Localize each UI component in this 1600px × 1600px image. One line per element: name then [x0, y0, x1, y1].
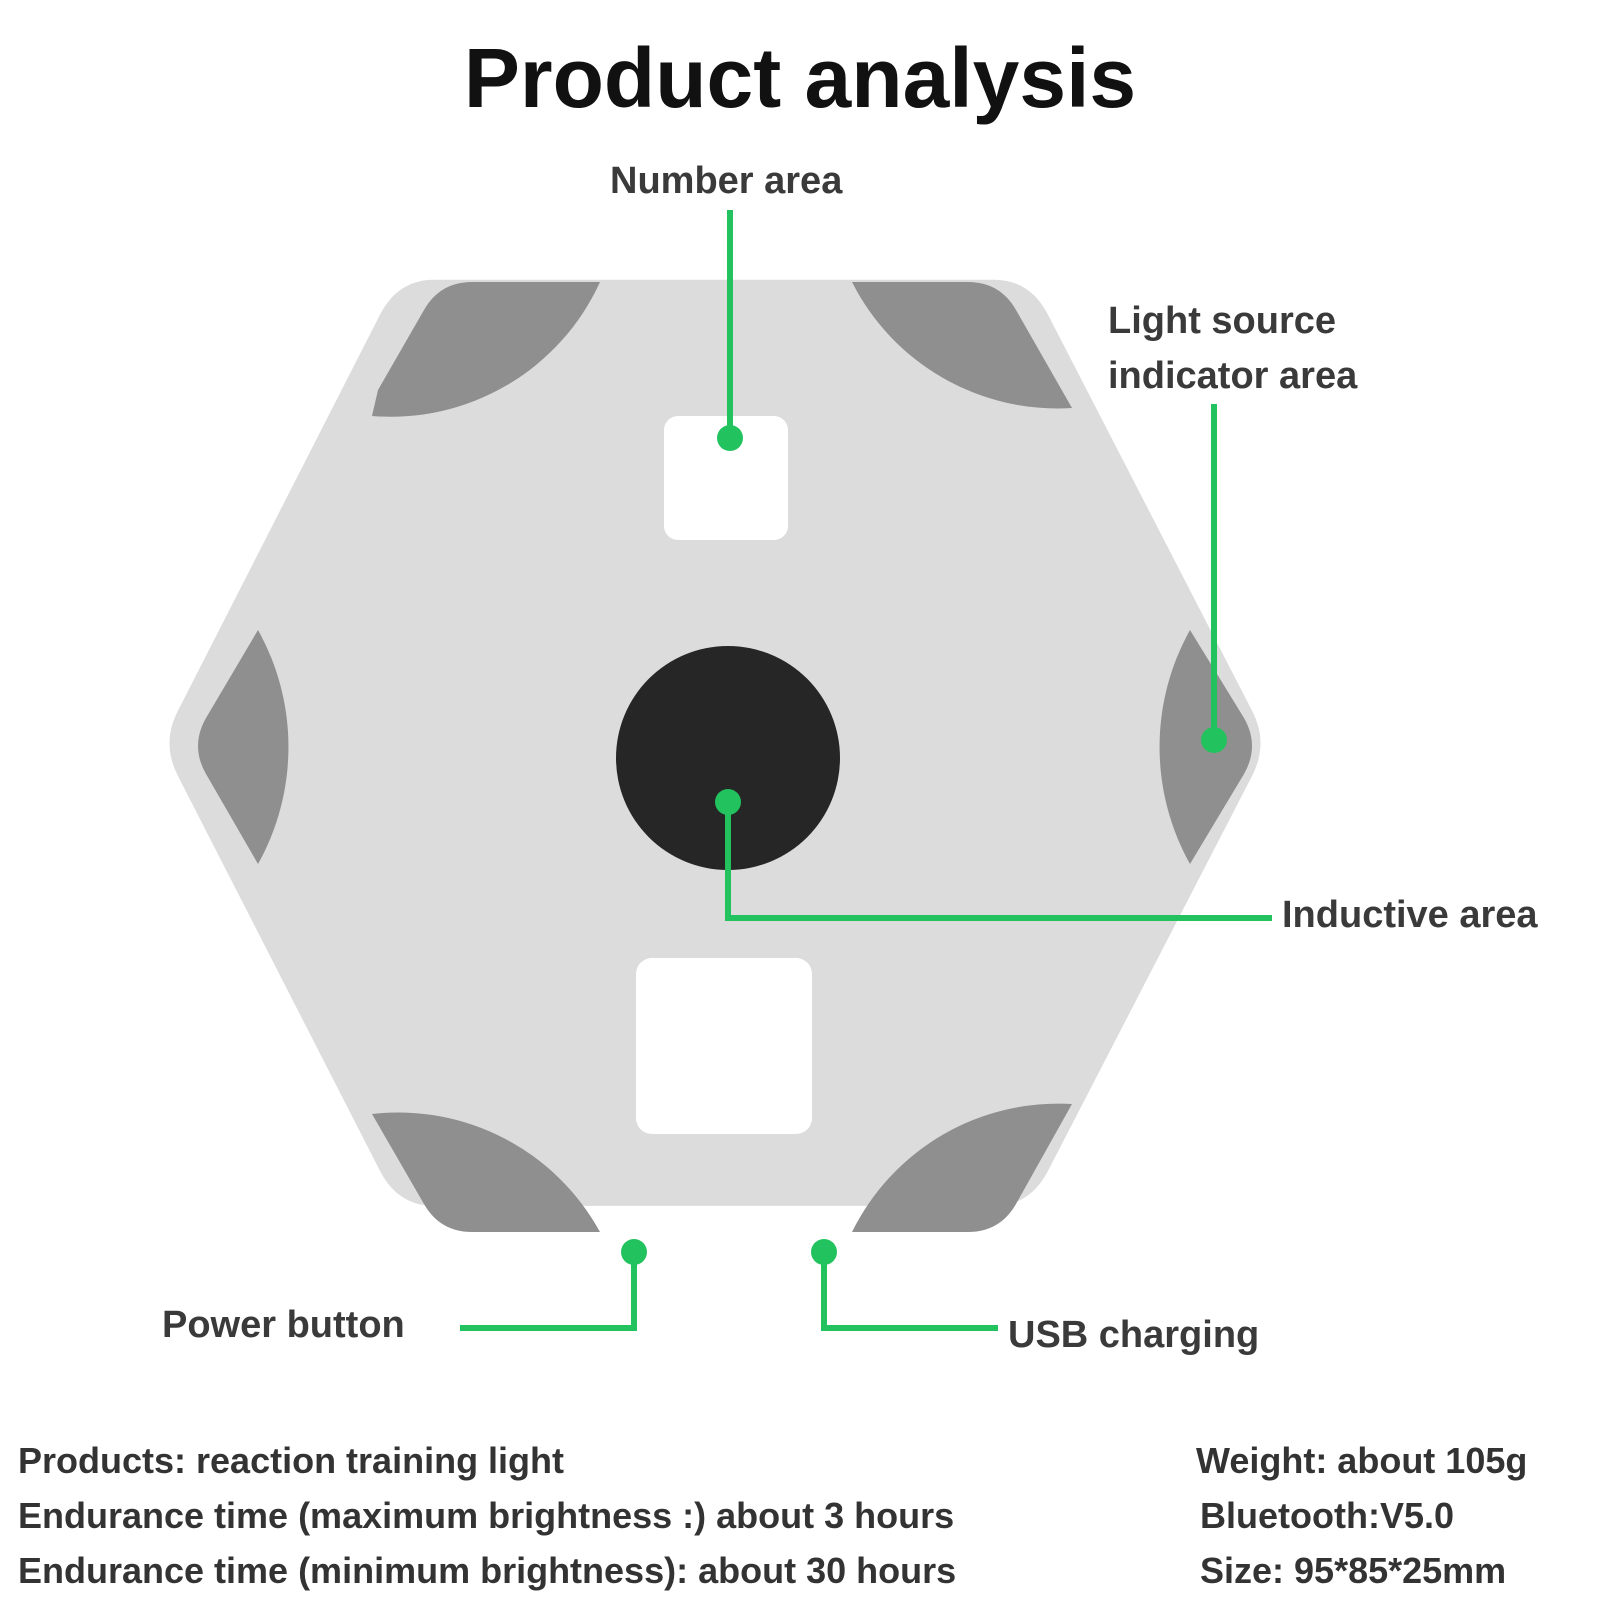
label-inductive-area: Inductive area — [1282, 894, 1538, 936]
spec-endurance-max: Endurance time (maximum brightness :) ab… — [18, 1495, 955, 1536]
dot-light-source — [1201, 727, 1227, 753]
light-pad-bottom-right — [852, 1103, 1072, 1232]
spec-bluetooth: Bluetooth:V5.0 — [1200, 1495, 1455, 1536]
lower-window — [636, 958, 812, 1134]
inductive-sensor — [616, 646, 840, 870]
callout-line-usb — [821, 1252, 998, 1331]
dot-usb — [811, 1239, 837, 1265]
label-light-source-line2: indicator area — [1108, 355, 1358, 398]
dot-number-area — [717, 425, 743, 451]
dot-inductive — [715, 789, 741, 815]
light-pad-left — [198, 630, 289, 864]
callouts — [460, 210, 1272, 1331]
callout-line-inductive — [725, 802, 1272, 921]
callout-dots — [621, 425, 1227, 1265]
number-area-window — [664, 416, 788, 540]
dot-power — [621, 1239, 647, 1265]
page-title: Product analysis — [463, 31, 1137, 125]
spec-weight: Weight: about 105g — [1196, 1440, 1528, 1481]
label-light-source-line1: Light source — [1108, 300, 1337, 342]
spec-product: Products: reaction training light — [18, 1440, 565, 1481]
spec-size: Size: 95*85*25mm — [1200, 1550, 1507, 1591]
label-power-button: Power button — [162, 1304, 405, 1346]
spec-endurance-min: Endurance time (minimum brightness): abo… — [18, 1550, 957, 1591]
label-usb-charging: USB charging — [1008, 1314, 1260, 1356]
light-pad-top-left — [372, 282, 600, 417]
label-light-source: Light source indicator area — [1108, 294, 1357, 404]
light-pad-top-right — [852, 282, 1072, 409]
label-number-area: Number area — [610, 160, 843, 202]
callout-line-power — [460, 1252, 637, 1331]
light-pad-bottom-left — [372, 1112, 600, 1232]
